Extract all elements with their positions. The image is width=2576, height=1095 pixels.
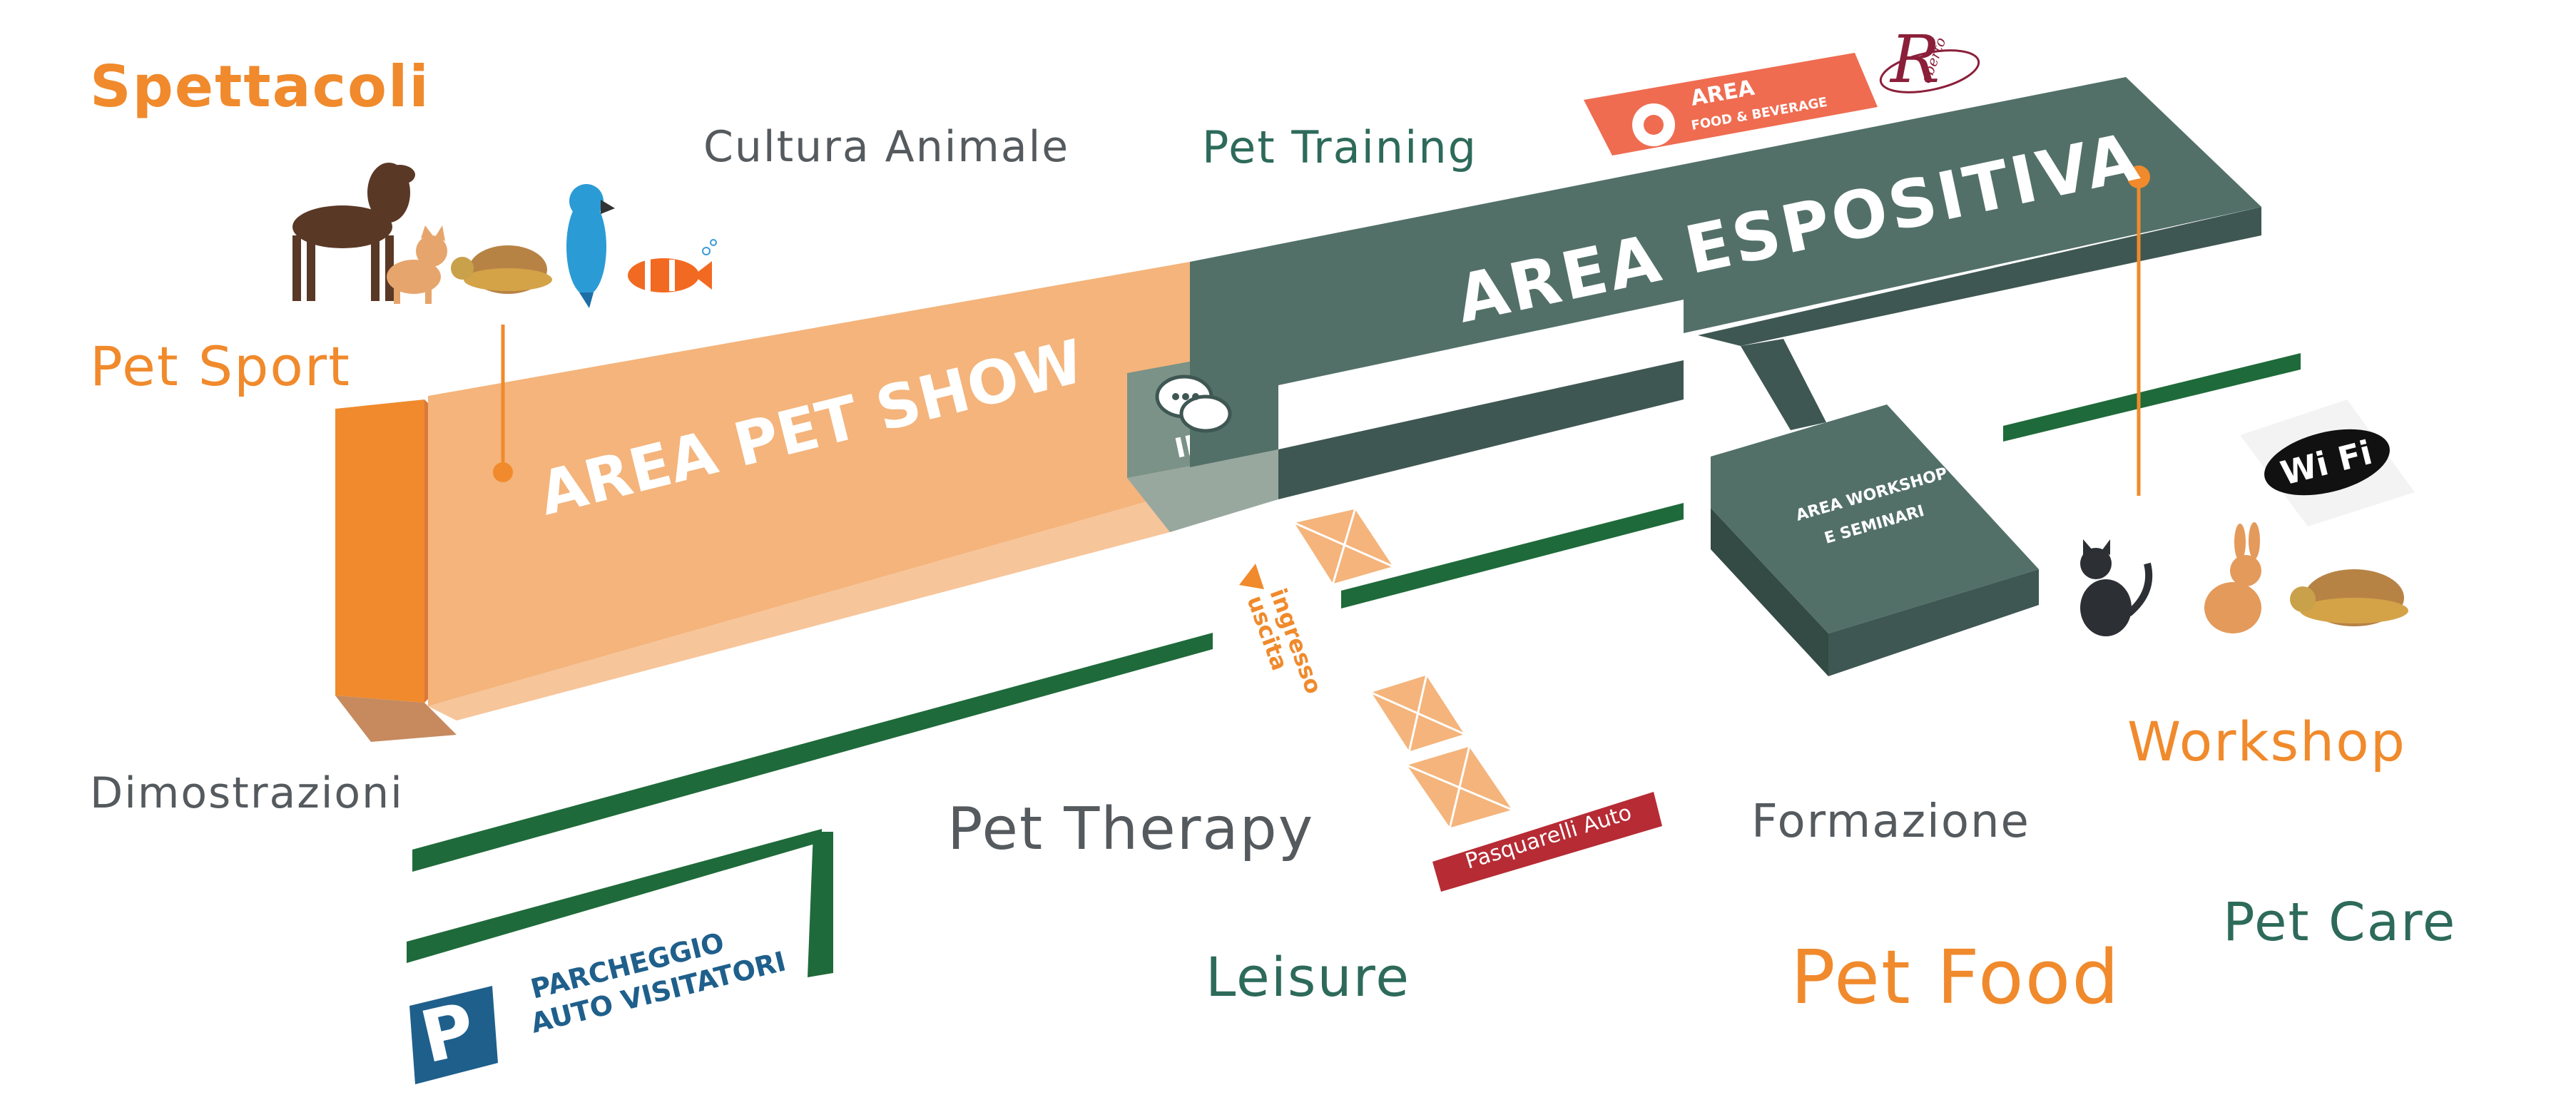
espositiva-top bbox=[1190, 77, 2261, 467]
speech-bubbles-icon bbox=[1155, 375, 1232, 433]
workshop-top bbox=[1711, 404, 2039, 633]
pet-show-top bbox=[428, 262, 1190, 706]
apple-icon bbox=[1632, 103, 1675, 146]
road-segment bbox=[1341, 503, 1684, 608]
wifi-icon: Wi Fi bbox=[2240, 399, 2415, 526]
cat-icon bbox=[387, 225, 447, 304]
black-cat-icon bbox=[2080, 539, 2153, 636]
pins bbox=[493, 165, 2150, 496]
connector-corridor bbox=[1741, 339, 1826, 430]
roads bbox=[407, 353, 2301, 977]
espositiva-front bbox=[1278, 360, 1684, 499]
parking-sign[interactable]: P PARCHEGGIO AUTO VISITATORI bbox=[409, 927, 789, 1084]
tortoise-icon bbox=[2290, 569, 2408, 626]
sponsor-logo: R oberto bbox=[1879, 21, 1980, 98]
label-pet-sport: Pet Sport bbox=[90, 335, 351, 398]
food-beverage-sign[interactable]: AREA FOOD & BEVERAGE bbox=[1584, 53, 1878, 156]
clownfish-icon bbox=[628, 239, 717, 292]
road-segment bbox=[412, 633, 1213, 872]
entrance-arrow-icon bbox=[1239, 564, 1264, 589]
pet-show-front bbox=[428, 489, 1190, 720]
label-workshop: Workshop bbox=[2127, 710, 2406, 773]
label-pet-training: Pet Training bbox=[1202, 121, 1477, 173]
label-pet-therapy: Pet Therapy bbox=[947, 795, 1315, 863]
parking-road bbox=[407, 829, 822, 963]
info-kiosk-side bbox=[1127, 449, 1278, 532]
pin-dot bbox=[2127, 165, 2150, 188]
pin-dot bbox=[493, 462, 513, 482]
road-segment bbox=[2003, 353, 2301, 442]
label-leisure: Leisure bbox=[1206, 945, 1410, 1009]
parking-road bbox=[808, 832, 833, 977]
label-spettacoli: Spettacoli bbox=[90, 54, 430, 120]
espositiva-right-side bbox=[1698, 207, 2261, 346]
entrance-tiles bbox=[1290, 506, 1516, 830]
sponsor-logo-letter: R bbox=[1889, 21, 1940, 98]
workshop-left bbox=[1711, 508, 1828, 676]
label-pet-care: Pet Care bbox=[2223, 892, 2457, 953]
parking-icon bbox=[409, 986, 498, 1084]
label-formazione: Formazione bbox=[1751, 795, 2030, 848]
label-dimostrazioni: Dimostrazioni bbox=[90, 768, 404, 818]
workshop-front bbox=[1828, 569, 2039, 676]
parrot-icon bbox=[566, 184, 615, 308]
pet-show-end-bottom bbox=[335, 696, 457, 742]
label-pet-food: Pet Food bbox=[1791, 934, 2121, 1021]
label-cultura-animale: Cultura Animale bbox=[703, 122, 1070, 172]
rabbit-icon bbox=[2204, 522, 2261, 633]
turtle-icon bbox=[451, 245, 552, 294]
pet-show-end-face bbox=[335, 399, 424, 703]
